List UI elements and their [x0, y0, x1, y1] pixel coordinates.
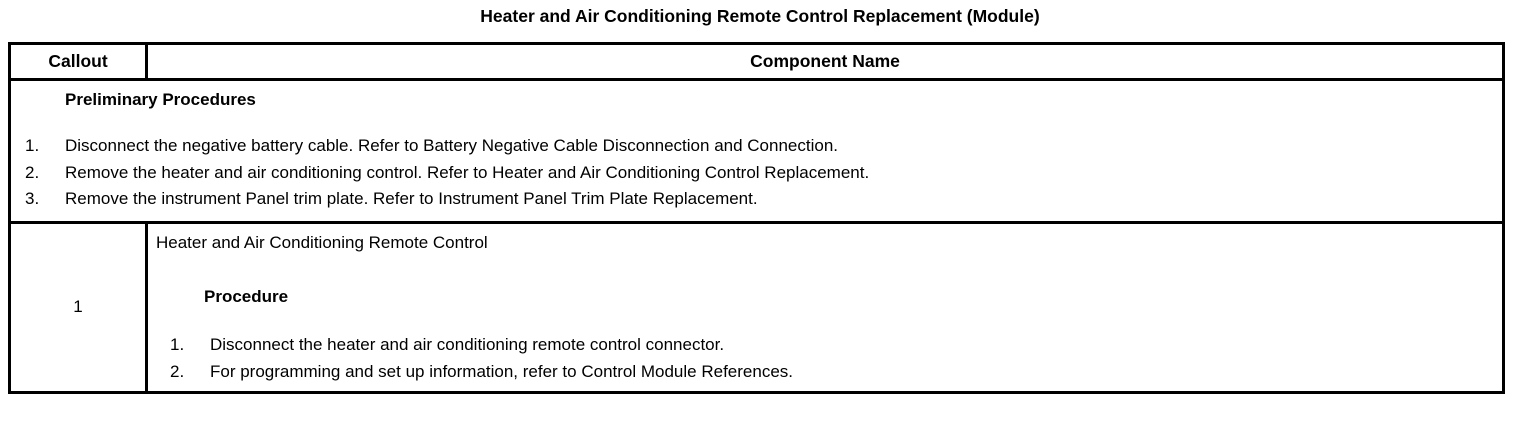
table-row: 1 Heater and Air Conditioning Remote Con… — [9, 222, 1504, 392]
list-item: 3. Remove the instrument Panel trim plat… — [11, 186, 1502, 213]
preliminary-procedures-heading: Preliminary Procedures — [65, 90, 256, 109]
procedure-table: Callout Component Name Preliminary Proce… — [8, 42, 1505, 394]
list-item: 2. Remove the heater and air conditionin… — [11, 160, 1502, 187]
component-detail-cell: Heater and Air Conditioning Remote Contr… — [147, 222, 1504, 392]
table-header-row: Callout Component Name — [9, 43, 1504, 81]
column-header-component-name: Component Name — [146, 43, 1504, 81]
list-item: 1. Disconnect the heater and air conditi… — [148, 331, 1502, 358]
list-item-number: 1. — [170, 334, 185, 354]
list-item-text: Remove the instrument Panel trim plate. … — [65, 189, 758, 208]
procedure-steps-list: 1. Disconnect the heater and air conditi… — [148, 331, 1502, 385]
list-item-text: Disconnect the heater and air conditioni… — [210, 334, 725, 354]
component-name-text: Heater and Air Conditioning Remote Contr… — [156, 232, 488, 252]
page-title: Heater and Air Conditioning Remote Contr… — [480, 6, 1040, 26]
callout-number-cell: 1 — [9, 222, 148, 392]
procedure-heading: Procedure — [204, 286, 289, 306]
list-item-text: Remove the heater and air conditioning c… — [65, 162, 870, 182]
list-item-text: For programming and set up information, … — [210, 361, 793, 381]
table-row: Preliminary Procedures 1. Disconnect the… — [9, 79, 1504, 224]
column-header-callout: Callout — [9, 43, 148, 81]
list-item: 2. For programming and set up informatio… — [148, 358, 1502, 385]
list-item-number: 3. — [25, 189, 40, 208]
preliminary-procedures-cell: Preliminary Procedures 1. Disconnect the… — [9, 79, 1504, 224]
list-item-number: 2. — [170, 361, 185, 381]
list-item-number: 2. — [25, 162, 40, 182]
list-item-number: 1. — [25, 136, 40, 155]
list-item: 1. Disconnect the negative battery cable… — [11, 133, 1502, 160]
list-item-text: Disconnect the negative battery cable. R… — [65, 136, 839, 155]
preliminary-steps-list: 1. Disconnect the negative battery cable… — [11, 133, 1502, 213]
